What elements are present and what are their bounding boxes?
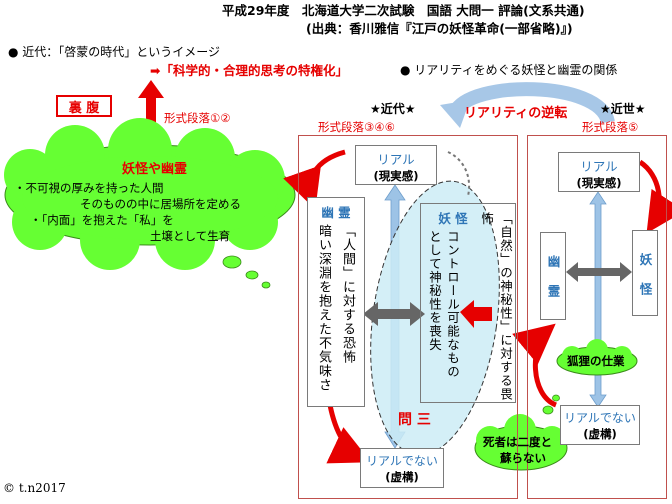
premodern-para-label: 形式段落⑤: [582, 120, 639, 134]
kori-cloud: [556, 339, 638, 376]
premodern-real-top: リアル: [580, 159, 618, 174]
premodern-yurei: 幽 霊: [545, 255, 561, 298]
curved-red-arrow-premodern-right: [638, 159, 672, 234]
modern-real-top-box: リアル (現実感): [355, 145, 437, 185]
premodern-real-bottom: リアルでない: [564, 411, 636, 425]
curved-red-arrow-modern-bottom: [326, 404, 372, 464]
premodern-label: ★近世★: [600, 102, 646, 116]
cloud-line-2: そのものの中に居場所を定める: [80, 197, 241, 211]
premodern-panel: [527, 135, 667, 499]
modern-ningen-text: 「人間」に対する恐怖: [340, 224, 355, 364]
curved-dashed-arrow-modern-right: [447, 151, 470, 197]
header-source: (出典：香川雅信『江戸の妖怪革命(一部省略)』): [306, 21, 573, 36]
modern-grey-double-arrow: [363, 302, 425, 326]
modern-real-bottom-box: リアルでない (虚構): [360, 448, 444, 488]
cloud-title: 妖怪や幽霊: [122, 162, 188, 177]
modern-yurei-text: 暗い深淵を抱えた不気味さ: [316, 224, 331, 392]
q3-label: 問 三: [398, 412, 431, 428]
para-12-label: 形式段落①②: [164, 111, 231, 125]
reversal-arrow: [440, 82, 615, 128]
modern-real-bottom-sub: (虚構): [385, 470, 419, 484]
modern-yokai-box: 妖 怪 として神秘性を喪失 コントロール可能なもの 「自然」の神秘性」に対する畏…: [420, 203, 516, 403]
copyright: © t.n2017: [3, 481, 66, 495]
header-title: 平成29年度 北海道大学二次試験 国語 大問一 評論(文系共通): [222, 3, 585, 18]
premodern-kori: 狐狸の仕業: [567, 354, 625, 368]
premodern-real-top-box: リアル (現実感): [558, 152, 640, 192]
curved-red-arrow-modern-left: [283, 149, 346, 210]
modern-label: ★近代★: [370, 102, 416, 116]
modern-real-top: リアル: [377, 152, 415, 167]
modern-yokai-title: 妖 怪: [438, 211, 468, 226]
premodern-real-top-sub: (現実感): [576, 176, 622, 190]
modern-yurei-box: 幽 霊 暗い深淵を抱えた不気味さ 「人間」に対する恐怖: [307, 197, 365, 407]
modern-para-label: 形式段落③④⑥: [318, 120, 395, 134]
intro-modern-image: ● 近代：「啓蒙の時代」というイメージ: [8, 45, 221, 59]
premodern-grey-double-arrow: [566, 262, 632, 282]
modern-yokai-text-1: コントロール可能なもの: [445, 230, 460, 379]
premodern-real-bottom-box: リアルでない (虚構): [560, 405, 640, 445]
red-arrow-right-box: [460, 300, 492, 328]
modern-yokai-text-2: として神秘性を喪失: [427, 230, 442, 352]
modern-panel: [298, 135, 518, 499]
shisha-cloud: [474, 394, 568, 471]
cloud-line-1: ・不可視の厚みを持った人間: [14, 181, 164, 195]
premodern-real-bottom-sub: (虚構): [583, 427, 617, 441]
modern-shizen-text: 「自然」の神秘性」に対する畏怖: [479, 212, 513, 401]
cloud-line-4: 土壌として生育: [150, 229, 231, 243]
premodern-yurei-box: 幽 霊: [540, 232, 566, 320]
modern-real-top-sub: (現実感): [373, 169, 419, 183]
premodern-yokai-box: 妖 怪: [632, 230, 658, 316]
ura-hara-label: 裏 腹: [68, 100, 100, 116]
cloud-line-3: ・「内面」を抱えた「私」を: [30, 213, 174, 227]
modern-real-bottom: リアルでない: [366, 454, 438, 468]
shisha-line-1: 死者は二度と: [483, 435, 552, 449]
premodern-yokai: 妖 怪: [637, 253, 653, 296]
reversal-label: リアリティの逆転: [464, 106, 568, 121]
intro-relation-heading: ● リアリティをめぐる妖怪と幽霊の関係: [400, 63, 618, 77]
modern-yurei-title: 幽 霊: [321, 205, 351, 220]
intro-privilege: ➡「科学的・合理的思考の特権化」: [150, 63, 348, 78]
curved-green-arrow-premodern: [512, 323, 558, 408]
thought-cloud: [4, 118, 296, 289]
ura-hara-box: 裏 腹: [56, 95, 112, 117]
shisha-line-2: 蘇らない: [500, 451, 546, 465]
